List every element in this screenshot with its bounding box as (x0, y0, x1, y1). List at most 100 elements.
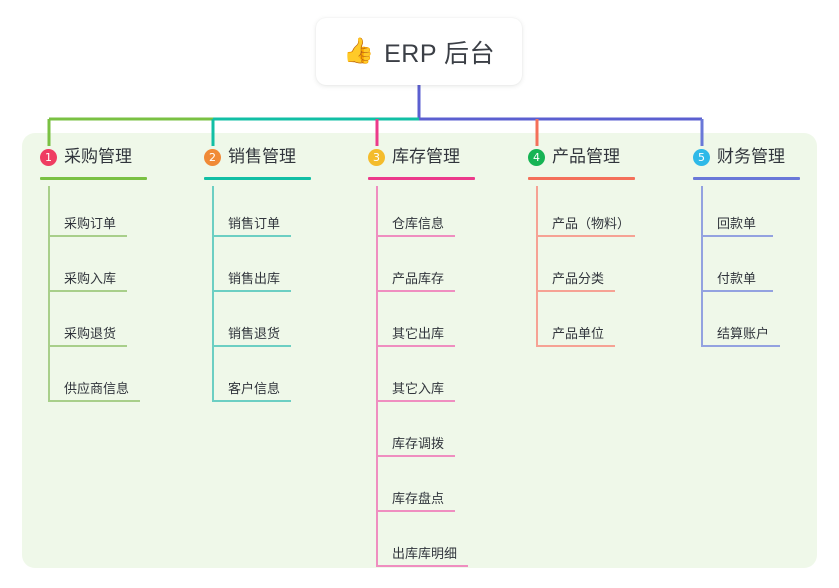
branch-stem-line (536, 186, 538, 347)
branch-item-list: 回款单付款单结算账户 (693, 186, 785, 351)
branch-item-label: 产品分类 (552, 271, 605, 286)
branch-item[interactable]: 付款单 (693, 241, 785, 296)
branch-header-5[interactable]: 5 财务管理 (693, 146, 800, 180)
branch-item-underline (376, 565, 468, 567)
branch-header-3[interactable]: 3 库存管理 (368, 146, 475, 180)
branch-item[interactable]: 产品单位 (528, 296, 620, 351)
branch-item[interactable]: 产品库存 (368, 241, 460, 296)
branch-number-badge: 3 (368, 149, 385, 166)
branch-title: 销售管理 (228, 147, 296, 166)
root-node[interactable]: 👍 ERP 后台 (316, 18, 522, 85)
branch-item-underline (212, 345, 291, 347)
branch-title: 库存管理 (392, 147, 460, 166)
branch-item-underline (536, 345, 615, 347)
branch-item-underline (212, 290, 291, 292)
thumbs-up-icon: 👍 (342, 37, 375, 65)
branch-item-underline (376, 510, 455, 512)
branch-column-2: 2 销售管理销售订单销售出库销售退货客户信息 (204, 146, 311, 406)
branch-header-4[interactable]: 4 产品管理 (528, 146, 635, 180)
branch-number-badge: 2 (204, 149, 221, 166)
branch-item-list: 仓库信息产品库存其它出库其它入库库存调拨库存盘点出库库明细 (368, 186, 468, 571)
branch-item[interactable]: 结算账户 (693, 296, 785, 351)
branch-number-badge: 4 (528, 149, 545, 166)
branch-stem-line (376, 186, 378, 567)
branch-item[interactable]: 其它出库 (368, 296, 460, 351)
branch-stem-line (701, 186, 703, 347)
branch-item[interactable]: 供应商信息 (40, 351, 140, 406)
branch-item-underline (536, 290, 615, 292)
branch-item[interactable]: 产品分类 (528, 241, 620, 296)
branch-stem-line (48, 186, 50, 402)
branch-item-underline (701, 235, 773, 237)
branch-item-label: 销售退货 (228, 326, 281, 341)
branch-header-2[interactable]: 2 销售管理 (204, 146, 311, 180)
branch-item-underline (376, 345, 455, 347)
branch-item[interactable]: 其它入库 (368, 351, 460, 406)
branch-item-label: 产品库存 (392, 271, 445, 286)
branch-stem-line (212, 186, 214, 402)
branch-item[interactable]: 产品（物料） (528, 186, 635, 241)
branch-item[interactable]: 销售出库 (204, 241, 296, 296)
branch-item-underline (376, 400, 455, 402)
branch-item-underline (701, 345, 780, 347)
branch-header-underline (368, 177, 475, 180)
branch-header-underline (693, 177, 800, 180)
branch-item[interactable]: 库存调拨 (368, 406, 460, 461)
branch-item-label: 产品单位 (552, 326, 605, 341)
branch-item-label: 仓库信息 (392, 216, 445, 231)
branch-item-label: 销售订单 (228, 216, 281, 231)
branch-item-underline (212, 400, 291, 402)
branch-number-badge: 1 (40, 149, 57, 166)
branch-item-label: 采购入库 (64, 271, 117, 286)
branch-item-underline (48, 290, 127, 292)
branch-item-label: 采购退货 (64, 326, 117, 341)
branch-item-label: 采购订单 (64, 216, 117, 231)
branch-header-1[interactable]: 1 采购管理 (40, 146, 147, 180)
branch-item-label: 其它入库 (392, 381, 445, 396)
branch-column-1: 1 采购管理采购订单采购入库采购退货供应商信息 (40, 146, 147, 406)
branch-item-label: 客户信息 (228, 381, 281, 396)
branch-item[interactable]: 采购订单 (40, 186, 132, 241)
branch-item-list: 销售订单销售出库销售退货客户信息 (204, 186, 296, 406)
branch-item-list: 采购订单采购入库采购退货供应商信息 (40, 186, 140, 406)
branch-item-underline (536, 235, 635, 237)
branch-item-label: 其它出库 (392, 326, 445, 341)
branch-item[interactable]: 仓库信息 (368, 186, 460, 241)
branch-item-label: 产品（物料） (552, 216, 631, 231)
branch-item[interactable]: 出库库明细 (368, 516, 468, 571)
branch-item-underline (48, 400, 140, 402)
branch-header-underline (528, 177, 635, 180)
branch-item-label: 供应商信息 (64, 381, 130, 396)
branch-item[interactable]: 客户信息 (204, 351, 296, 406)
branch-item-label: 库存调拨 (392, 436, 445, 451)
branch-item-label: 销售出库 (228, 271, 281, 286)
branch-item[interactable]: 采购退货 (40, 296, 132, 351)
branch-item-label: 回款单 (717, 216, 757, 231)
branch-title: 产品管理 (552, 147, 620, 166)
root-node-title: ERP 后台 (384, 39, 496, 68)
branch-item-underline (212, 235, 291, 237)
branch-title: 财务管理 (717, 147, 785, 166)
branch-header-underline (40, 177, 147, 180)
branch-column-3: 3 库存管理仓库信息产品库存其它出库其它入库库存调拨库存盘点出库库明细 (368, 146, 475, 571)
branch-item[interactable]: 采购入库 (40, 241, 132, 296)
branch-item-underline (48, 235, 127, 237)
branch-header-underline (204, 177, 311, 180)
branch-item-underline (376, 455, 455, 457)
branch-item-label: 付款单 (717, 271, 757, 286)
branch-item[interactable]: 销售退货 (204, 296, 296, 351)
branch-column-4: 4 产品管理产品（物料） 产品分类产品单位 (528, 146, 635, 351)
branch-column-5: 5 财务管理回款单付款单结算账户 (693, 146, 800, 351)
branch-item[interactable]: 库存盘点 (368, 461, 460, 516)
branch-item[interactable]: 回款单 (693, 186, 785, 241)
branch-item-underline (376, 235, 455, 237)
branch-item[interactable]: 销售订单 (204, 186, 296, 241)
branch-item-underline (701, 290, 773, 292)
branch-number-badge: 5 (693, 149, 710, 166)
branch-item-underline (376, 290, 455, 292)
branch-item-label: 出库库明细 (392, 546, 458, 561)
diagram-background-panel (22, 133, 817, 568)
branch-item-underline (48, 345, 127, 347)
branch-title: 采购管理 (64, 147, 132, 166)
